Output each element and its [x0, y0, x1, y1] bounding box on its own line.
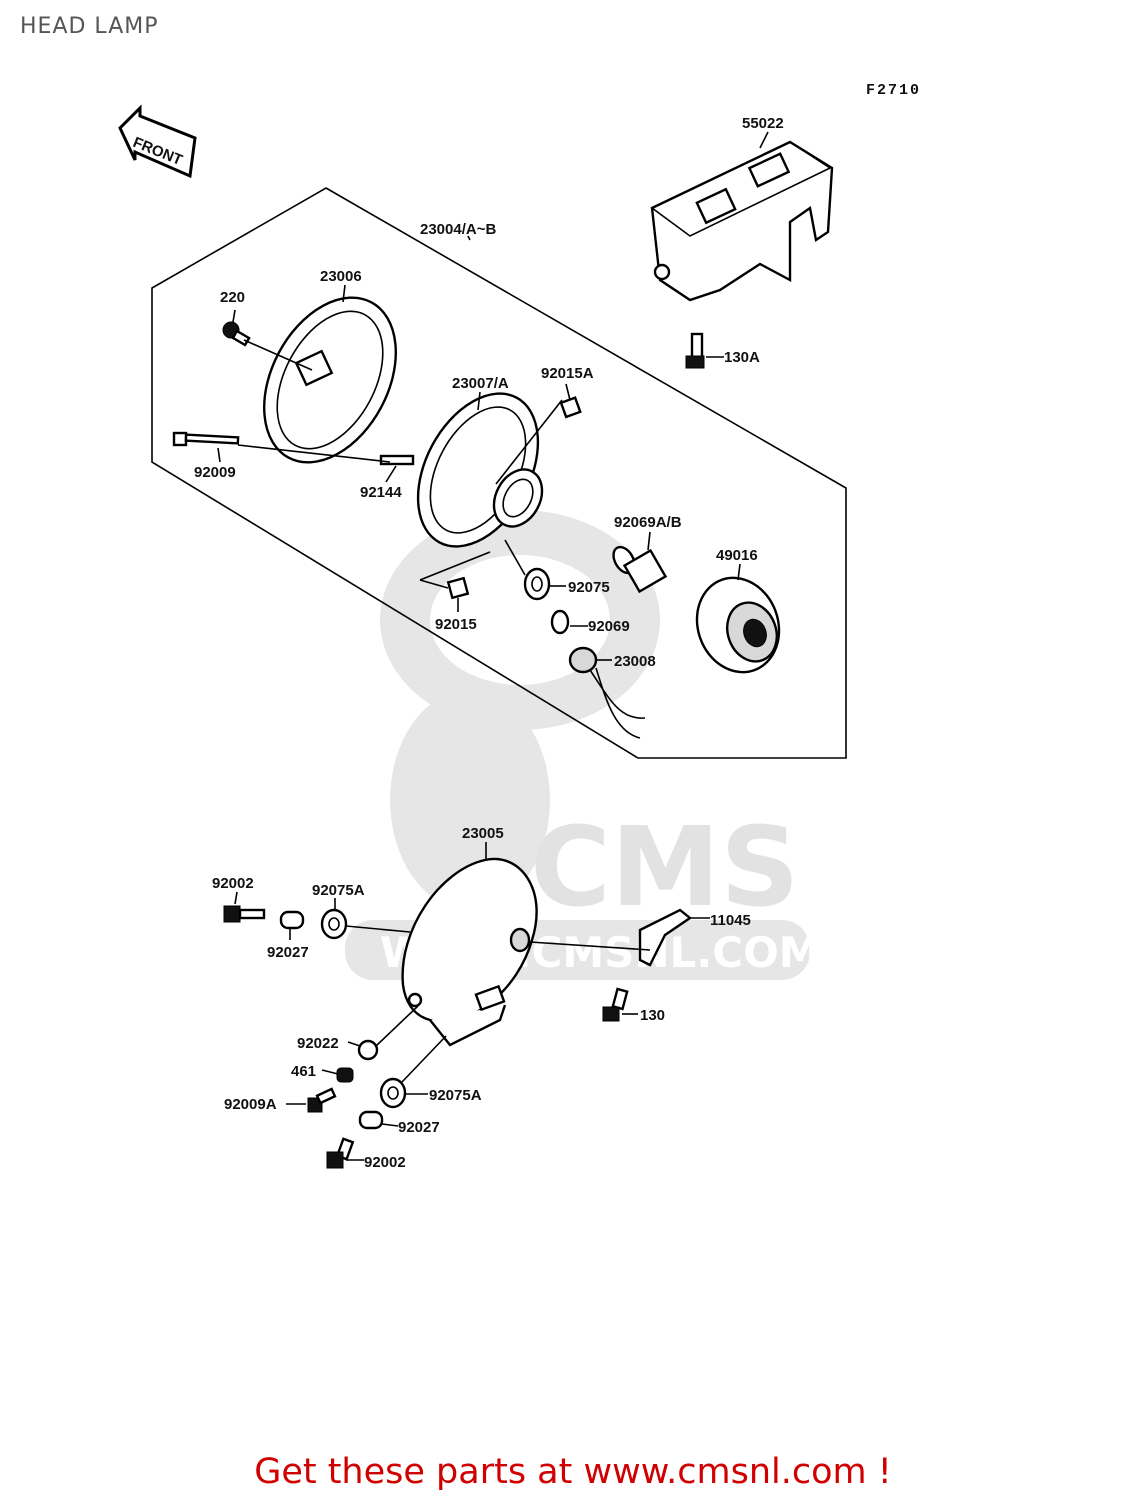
label-92009A: 92009A [224, 1096, 277, 1113]
label-461: 461 [291, 1063, 316, 1080]
label-11045: 11045 [710, 912, 751, 929]
label-92075A-lower: 92075A [429, 1087, 482, 1104]
label-92002-lower: 92002 [364, 1154, 406, 1171]
headlight-housing [401, 857, 538, 1047]
label-92144: 92144 [360, 484, 402, 501]
figure-code: F2710 [866, 82, 921, 99]
bulb-92069AB [612, 545, 668, 594]
label-130: 130 [640, 1007, 665, 1024]
watermark-brand: CMS [530, 803, 799, 931]
label-55022: 55022 [742, 115, 784, 132]
headlight-rim [263, 296, 397, 464]
screw-92009A [307, 1087, 337, 1113]
dust-cover-49016 [695, 576, 781, 674]
bolt-130A [685, 332, 705, 369]
label-23008: 23008 [614, 653, 656, 670]
label-92069AB: 92069A/B [614, 514, 682, 531]
clip-92015A [559, 396, 582, 419]
bolt-92002-lower [326, 1137, 355, 1169]
label-92027-lower: 92027 [398, 1119, 440, 1136]
label-92075: 92075 [568, 579, 610, 596]
collar-92027-upper [279, 910, 305, 930]
label-92069: 92069 [588, 618, 630, 635]
label-23006: 23006 [320, 268, 362, 285]
label-130A: 130A [724, 349, 760, 366]
grommet-92075A-lower [379, 1077, 407, 1109]
bulb-92069 [550, 609, 570, 635]
label-92015A: 92015A [541, 365, 594, 382]
label-92022: 92022 [297, 1035, 339, 1052]
collar-92027-lower [358, 1110, 384, 1130]
label-92027-upper: 92027 [267, 944, 309, 961]
leader-lines [217, 131, 769, 1161]
front-arrow-icon: FRONT [118, 104, 197, 179]
label-49016: 49016 [716, 547, 758, 564]
headlight-reflector [416, 392, 544, 548]
clip-92015 [446, 576, 470, 600]
label-23004: 23004/A~B [420, 221, 496, 238]
label-92002-upper: 92002 [212, 875, 254, 892]
cta-link[interactable]: Get these parts at www.cmsnl.com ! [254, 1452, 892, 1492]
socket-23008 [568, 646, 646, 739]
bolt-92002-upper [223, 905, 266, 923]
nut-92022 [357, 1039, 379, 1061]
washer-461 [336, 1067, 354, 1083]
bracket-11045 [638, 908, 693, 967]
grommet-92075 [523, 567, 551, 601]
label-92075A-upper: 92075A [312, 882, 365, 899]
bolt-130 [602, 987, 629, 1022]
label-92009: 92009 [194, 464, 236, 481]
page-title: HEAD LAMP [20, 14, 159, 39]
label-23007: 23007/A [452, 375, 509, 392]
label-23005: 23005 [462, 825, 504, 842]
grommet-92075A-upper [320, 908, 348, 940]
label-220: 220 [220, 289, 245, 306]
headlight-cover [650, 140, 834, 302]
screw-92009 [172, 431, 240, 447]
spring-92144 [379, 454, 415, 466]
screw-220 [222, 321, 251, 347]
assembly-outline [151, 187, 847, 759]
label-92015: 92015 [435, 616, 477, 633]
part-labels: 55022 130A 23004/A~B 23006 220 23007/A 9… [194, 115, 784, 1171]
